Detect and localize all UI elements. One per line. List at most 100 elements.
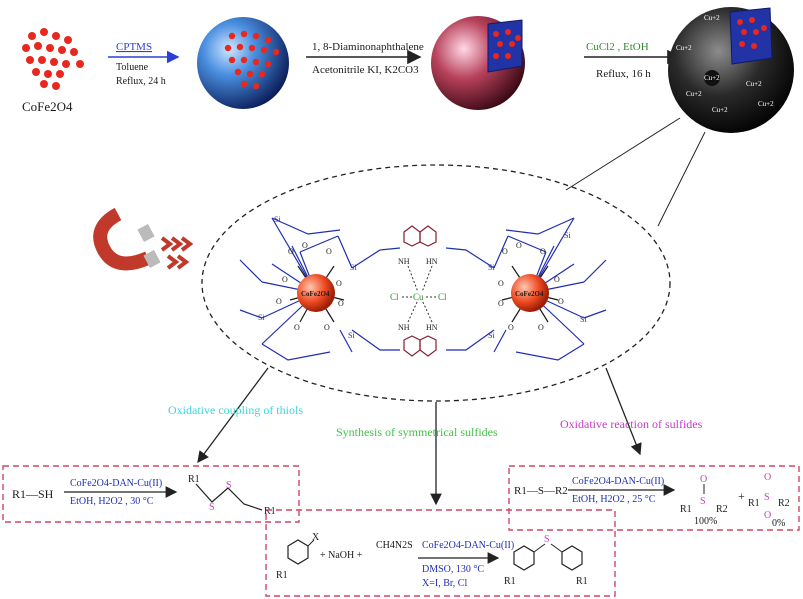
sulfides-catalyst: CoFe2O4-DAN-Cu(II) <box>572 476 664 487</box>
svg-text:CoFe2O4: CoFe2O4 <box>515 290 544 298</box>
svg-text:CoFe2O4: CoFe2O4 <box>301 290 330 298</box>
silicon-labels: Si Si Si Si Si Si Si Si <box>258 215 587 340</box>
sulfides-substrate: R1—S—R2 <box>514 485 568 497</box>
sulfoxide-product: O S R1 R2 100% <box>680 474 728 527</box>
symm-reaction-box <box>265 509 616 597</box>
svg-text:Cu+2: Cu+2 <box>704 14 720 22</box>
sulfone-product: O S O R1 R2 0% <box>748 472 790 529</box>
svg-text:Si: Si <box>258 313 265 322</box>
svg-text:R1: R1 <box>680 504 692 515</box>
svg-text:R2: R2 <box>778 498 790 509</box>
thiols-catalyst: CoFe2O4-DAN-Cu(II) <box>70 478 162 489</box>
thiols-title: Oxidative coupling of thiols <box>168 403 303 417</box>
oxygen-labels: OO OO OO OO O OO OO OO OO O <box>276 241 564 332</box>
naphthalene-top <box>403 225 437 247</box>
svg-text:Si: Si <box>274 215 281 224</box>
symm-plus-naoh: + NaOH + <box>320 550 363 561</box>
symm-condition: DMSO, 130 °C <box>422 564 484 575</box>
plus-sign: + <box>738 489 745 503</box>
svg-text:O: O <box>540 247 546 256</box>
svg-text:Si: Si <box>348 331 355 340</box>
right-ferrite-core: CoFe2O4 <box>445 217 607 361</box>
svg-text:R1: R1 <box>188 474 200 485</box>
svg-text:0%: 0% <box>772 518 785 529</box>
svg-text:Cu: Cu <box>413 292 424 302</box>
step2-reagent: 1, 8-Diaminonaphthalene <box>312 41 424 53</box>
thiols-substrate: R1—SH <box>12 487 54 501</box>
svg-text:Cl: Cl <box>438 292 447 302</box>
copper-loaded-sphere <box>668 7 794 133</box>
svg-text:Si: Si <box>488 331 495 340</box>
copper-coordination-bonds <box>402 265 438 323</box>
svg-text:R1: R1 <box>748 498 760 509</box>
zoom-line-right <box>657 131 706 227</box>
dan-functionalized-sphere <box>431 16 525 110</box>
amine-labels: NH HN NH HN <box>398 257 438 332</box>
svg-text:Cl: Cl <box>390 292 399 302</box>
naphthalene-bottom <box>403 335 437 357</box>
silica-coated-sphere <box>197 17 289 109</box>
magnet-icon <box>93 207 161 271</box>
step3-reagent: CuCl2 , EtOH <box>586 41 649 53</box>
svg-text:X: X <box>312 532 320 543</box>
svg-text:HN: HN <box>426 323 438 332</box>
svg-text:O: O <box>502 247 508 256</box>
svg-text:100%: 100% <box>694 516 717 527</box>
svg-text:O: O <box>764 510 771 521</box>
svg-text:O: O <box>558 297 564 306</box>
svg-text:O: O <box>288 247 294 256</box>
svg-text:O: O <box>276 297 282 306</box>
svg-text:S: S <box>209 502 215 513</box>
svg-text:O: O <box>498 299 504 308</box>
disulfide-product: R1 S S R1 <box>188 474 276 517</box>
cofe-label: CoFe2O4 <box>22 99 73 114</box>
svg-text:O: O <box>508 323 514 332</box>
cucl2-center: Cl Cu Cl <box>390 292 447 302</box>
symm-thiourea: CH4N2S <box>376 540 413 551</box>
svg-text:Cu+2: Cu+2 <box>746 80 762 88</box>
svg-text:O: O <box>282 275 288 284</box>
svg-text:O: O <box>294 323 300 332</box>
cofe-nanoparticle-cluster <box>22 28 84 90</box>
oxid-title: Oxidative reaction of sulfides <box>560 417 703 431</box>
thiols-condition: EtOH, H2O2 , 30 °C <box>70 496 154 507</box>
symm-catalyst: CoFe2O4-DAN-Cu(II) <box>422 540 514 551</box>
svg-text:O: O <box>498 279 504 288</box>
step1-condition: Reflux, 24 h <box>116 76 166 87</box>
symm-title: Synthesis of symmetrical sulfides <box>336 425 498 439</box>
svg-text:NH: NH <box>398 323 410 332</box>
arrow-to-sulfides <box>605 367 642 456</box>
svg-text:R1: R1 <box>504 576 516 587</box>
sulfides-condition: EtOH, H2O2 , 25 °C <box>572 494 656 505</box>
step1-reagent: CPTMS <box>116 41 152 53</box>
aryl-halide: X R1 <box>276 532 320 581</box>
svg-text:O: O <box>336 279 342 288</box>
magnetic-field-chevrons <box>160 236 194 270</box>
svg-text:O: O <box>338 299 344 308</box>
diaryl-sulfide-product: S R1 R1 <box>504 534 588 587</box>
arrow-to-thiols <box>197 367 269 464</box>
svg-text:R2: R2 <box>716 504 728 515</box>
svg-text:NH: NH <box>398 257 410 266</box>
svg-text:Cu+2: Cu+2 <box>758 100 774 108</box>
step1-solvent: Toluene <box>116 62 149 73</box>
cu-ion-labels: Cu+2 Cu+2 Cu+2 Cu+2 Cu+2 Cu+2 Cu+2 <box>676 14 774 114</box>
svg-text:Si: Si <box>564 231 571 240</box>
magnified-structure-ellipse <box>201 164 671 402</box>
thiols-reaction-box <box>2 465 300 523</box>
svg-text:Si: Si <box>350 263 357 272</box>
svg-text:O: O <box>302 241 308 250</box>
svg-text:O: O <box>326 247 332 256</box>
svg-text:Cu+2: Cu+2 <box>676 44 692 52</box>
svg-text:S: S <box>544 534 550 545</box>
step2-condition: Acetonitrile KI, K2CO3 <box>312 64 419 76</box>
svg-text:Cu+2: Cu+2 <box>712 106 728 114</box>
svg-text:R1: R1 <box>276 570 288 581</box>
svg-text:Si: Si <box>580 315 587 324</box>
sulfides-reaction-box <box>508 465 800 531</box>
svg-text:S: S <box>700 496 706 507</box>
svg-text:O: O <box>554 275 560 284</box>
svg-text:HN: HN <box>426 257 438 266</box>
step3-condition: Reflux, 16 h <box>596 68 651 80</box>
